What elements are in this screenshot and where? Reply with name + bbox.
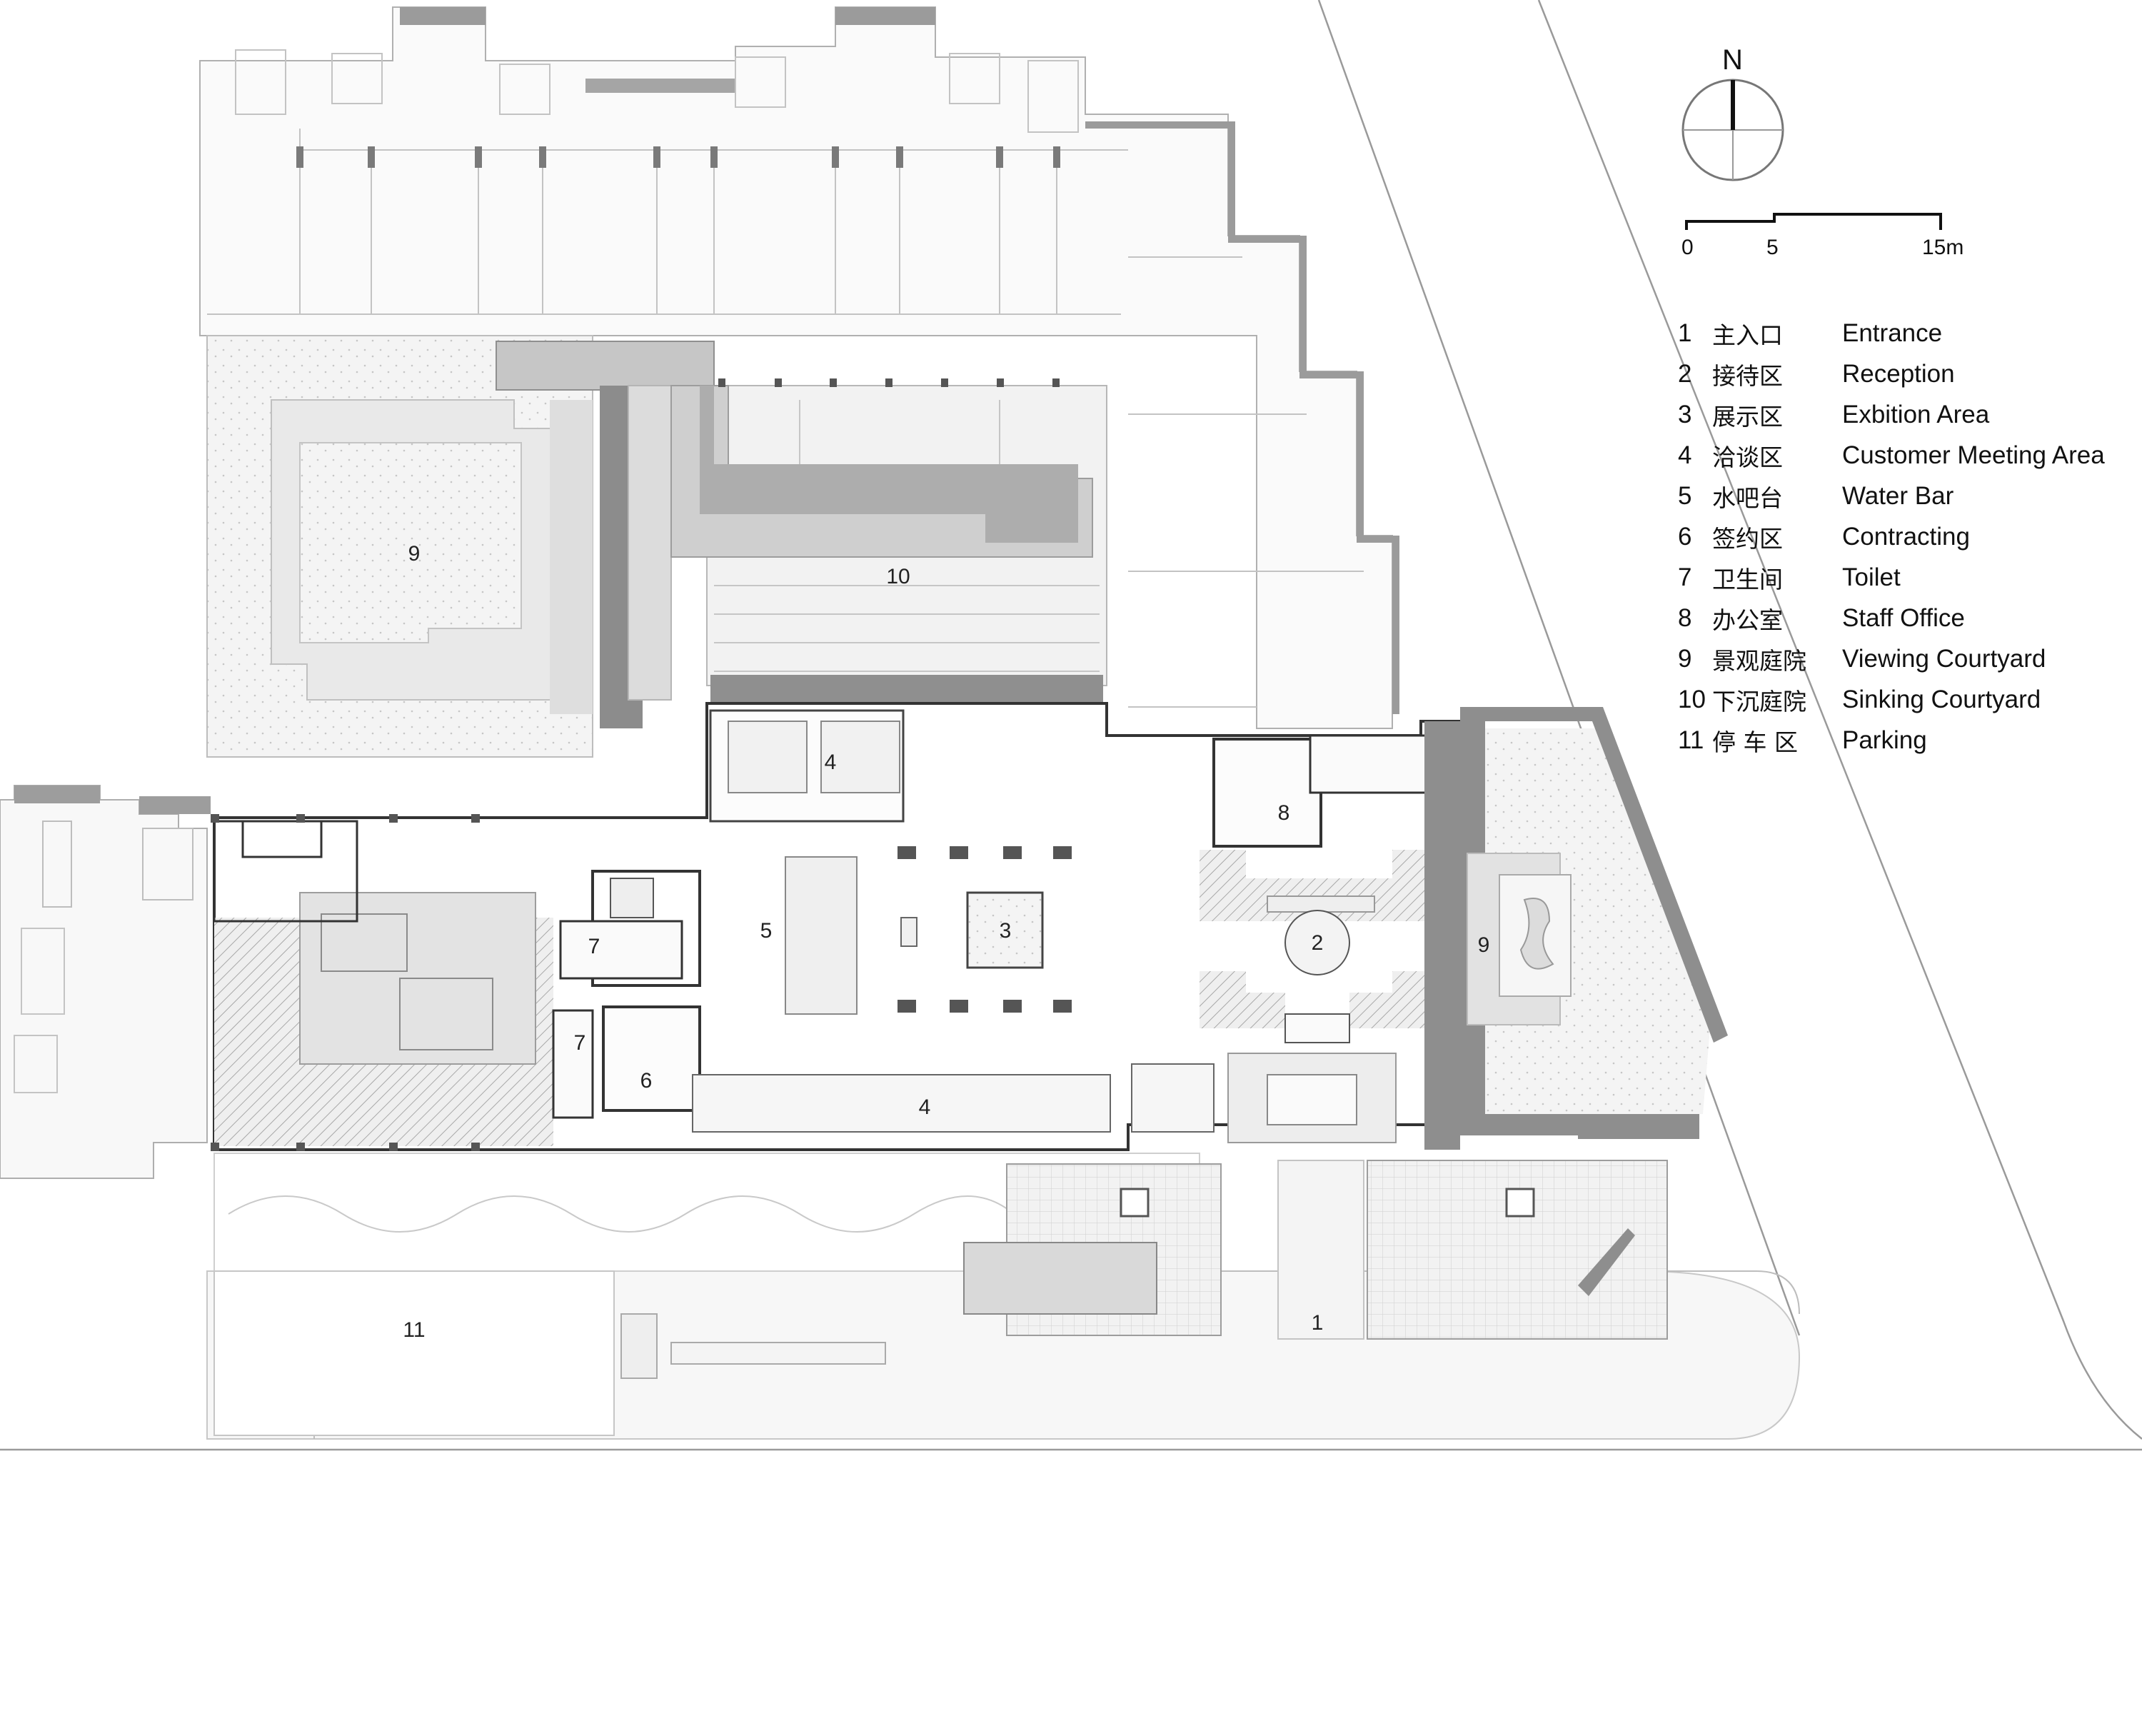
site-boundary [0, 0, 2142, 1451]
north-letter: N [1722, 44, 1743, 76]
legend-english: Staff Office [1842, 603, 1965, 632]
legend-english: Entrance [1842, 318, 1943, 347]
legend-english: Toilet [1842, 563, 1901, 591]
legend-chinese: 卫生间 [1712, 565, 1783, 593]
legend-english: Parking [1842, 726, 1927, 754]
north-residential-block [199, 6, 1399, 729]
legend-number: 10 [1678, 685, 1706, 713]
legend-number: 7 [1678, 563, 1692, 591]
legend-english: Contracting [1842, 522, 1970, 551]
legend-english: Viewing Courtyard [1842, 644, 2046, 673]
legend-number: 8 [1678, 603, 1692, 632]
label-meeting-south: 4 [919, 1095, 931, 1119]
label-toilet-north: 7 [588, 935, 600, 958]
scale-label-5: 5 [1766, 236, 1779, 259]
legend-chinese: 景观庭院 [1712, 646, 1806, 675]
legend-chinese: 洽谈区 [1712, 443, 1783, 471]
legend-english: Exbition Area [1842, 400, 1990, 428]
legend-item: 3 展示区 Exbition Area [1678, 394, 2135, 435]
label-sinking-courtyard: 10 [886, 565, 910, 588]
label-reception: 2 [1312, 931, 1324, 955]
label-staff-office: 8 [1278, 801, 1290, 825]
north-arrow [1681, 79, 1784, 181]
legend-english: Sinking Courtyard [1842, 685, 2041, 713]
legend-english: Water Bar [1842, 481, 1954, 510]
legend-number: 2 [1678, 359, 1692, 388]
legend-number: 11 [1678, 726, 1704, 754]
legend-chinese: 办公室 [1712, 606, 1783, 634]
legend-english: Customer Meeting Area [1842, 441, 2105, 469]
legend-chinese: 下沉庭院 [1712, 687, 1806, 716]
label-courtyard-east: 9 [1478, 933, 1490, 957]
sinking-courtyard [496, 341, 1107, 728]
legend-item: 11 停 车 区 Parking [1678, 720, 2135, 761]
room-labels: 1 2 3 4 4 5 6 7 7 8 9 9 10 11 [403, 542, 1489, 1342]
scale-bar [1685, 213, 1942, 230]
label-exhibition: 3 [1000, 919, 1012, 943]
legend-item: 4 洽谈区 Customer Meeting Area [1678, 435, 2135, 476]
legend-chinese: 主入口 [1712, 321, 1783, 349]
legend-item: 9 景观庭院 Viewing Courtyard [1678, 638, 2135, 679]
legend-number: 3 [1678, 400, 1692, 428]
legend-item: 6 签约区 Contracting [1678, 516, 2135, 557]
legend-item: 5 水吧台 Water Bar [1678, 476, 2135, 516]
scale-label-15m: 15m [1922, 236, 1964, 259]
west-neighbour-building [0, 785, 211, 1179]
label-meeting-north: 4 [825, 751, 837, 774]
label-parking: 11 [403, 1318, 425, 1342]
legend-chinese: 接待区 [1712, 361, 1783, 390]
main-building [211, 702, 1465, 1151]
legend-chinese: 停 车 区 [1712, 728, 1798, 756]
east-courtyard [1460, 707, 1728, 1135]
legend-number: 6 [1678, 522, 1692, 551]
legend-chinese: 水吧台 [1712, 483, 1783, 512]
legend-item: 1 主入口 Entrance [1678, 313, 2135, 353]
legend-number: 5 [1678, 481, 1692, 510]
legend-number: 9 [1678, 644, 1692, 673]
label-toilet-south: 7 [574, 1031, 586, 1055]
legend-number: 1 [1678, 318, 1692, 347]
legend-chinese: 签约区 [1712, 524, 1783, 553]
legend-item: 7 卫生间 Toilet [1678, 557, 2135, 598]
legend-number: 4 [1678, 441, 1692, 469]
legend-chinese: 展示区 [1712, 402, 1783, 431]
label-contracting: 6 [640, 1069, 653, 1093]
legend-english: Reception [1842, 359, 1955, 388]
legend-item: 8 办公室 Staff Office [1678, 598, 2135, 638]
legend-item: 2 接待区 Reception [1678, 353, 2135, 394]
south-landscape [213, 1053, 1699, 1436]
scale-label-0: 0 [1681, 236, 1694, 259]
label-water-bar: 5 [760, 919, 773, 943]
west-courtyard [206, 335, 593, 758]
label-entrance: 1 [1312, 1311, 1324, 1335]
legend: 1 主入口 Entrance 2 接待区 Reception 3 展示区 Exbition … [1678, 313, 2135, 761]
label-courtyard-west: 9 [408, 542, 421, 566]
